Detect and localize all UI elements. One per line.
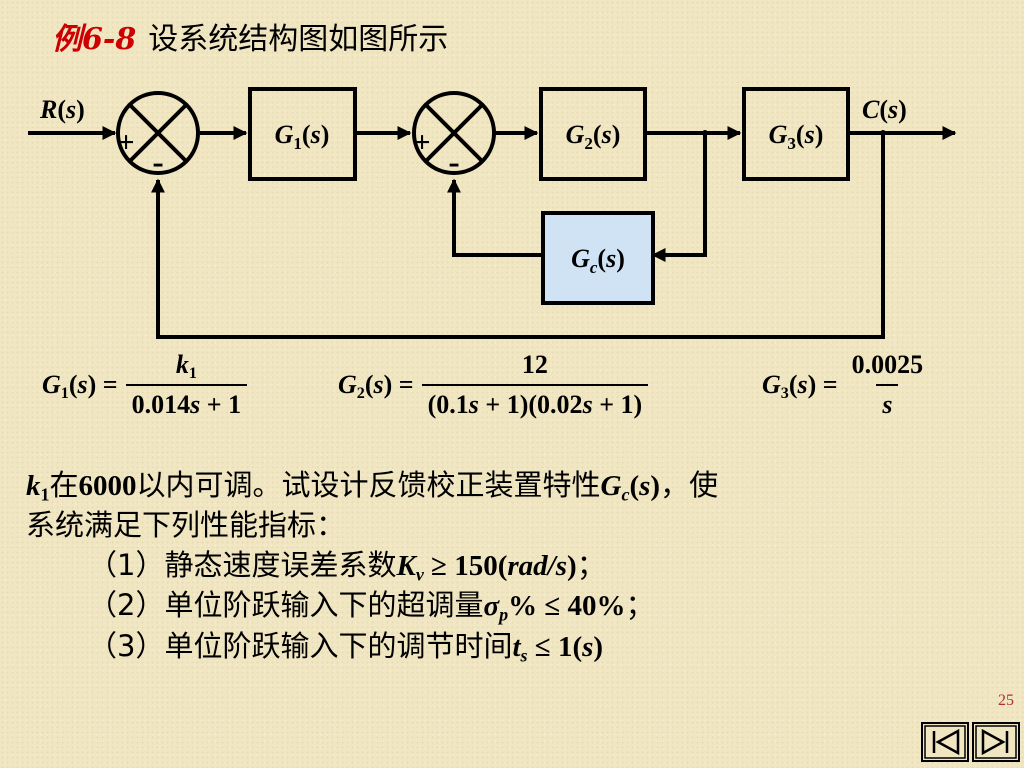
slide-title: 例6-8 设系统结构图如图所示 (52, 14, 448, 58)
sum1-minus-sign: - (152, 144, 163, 181)
output-label-c: C(s) (862, 95, 907, 124)
first-slide-icon (921, 722, 969, 762)
last-slide-button[interactable] (972, 722, 1020, 762)
title-text: 设系统结构图如图所示 (148, 22, 449, 57)
block-diagram: + - + - G1(s) G2(s) G3(s) Gc(s) R(s) C(s… (28, 87, 957, 339)
intro-line-1: k1在6000以内可调。试设计反馈校正装置特性Gc(s)，使 (26, 468, 719, 505)
summing-junction-2: + - (412, 91, 496, 181)
svg-text:G1(s): G1(s) (275, 120, 330, 153)
sum1-plus-sign: + (117, 126, 134, 159)
svg-text:G3(s): G3(s) (769, 120, 824, 153)
intro-line-2: 系统满足下列性能指标： (26, 508, 346, 543)
formula-g1: G1(s) = k1 0.014s + 1 (42, 350, 248, 420)
fraction-g1: k1 0.014s + 1 (125, 350, 248, 420)
page-number: 25 (998, 692, 1014, 709)
problem-statement: k1在6000以内可调。试设计反馈校正装置特性Gc(s)，使 系统满足下列性能指… (26, 468, 996, 669)
requirement-2: （2）单位阶跃输入下的超调量σp% ≤ 40%； (88, 588, 655, 625)
requirement-1: （1）静态速度误差系数Kv ≥ 150(rad/s)； (88, 547, 606, 585)
sum2-minus-sign: - (448, 144, 459, 181)
formula-g2: G2(s) = 12 (0.1s + 1)(0.02s + 1) (338, 350, 649, 420)
first-slide-button[interactable] (921, 722, 969, 762)
block-g2: G2(s) (539, 87, 647, 181)
requirement-3: （3）单位阶跃输入下的调节时间ts ≤ 1(s) (88, 628, 604, 665)
formula-g3: G3(s) = 0.0025 s (762, 350, 929, 420)
block-gc: Gc(s) (541, 211, 655, 305)
fraction-g3: 0.0025 s (851, 350, 924, 419)
feedback-line-gc-input (651, 133, 707, 262)
feedback-line-gc-output (447, 178, 543, 257)
example-label: 例6-8 (52, 22, 137, 57)
input-label-r: R(s) (39, 95, 85, 124)
fraction-g2: 12 (0.1s + 1)(0.02s + 1) (421, 350, 649, 420)
last-slide-icon (972, 722, 1020, 762)
svg-text:Gc(s): Gc(s) (571, 244, 625, 277)
svg-text:G2(s): G2(s) (566, 120, 621, 153)
summing-junction-1: + - (116, 91, 200, 181)
block-g1: G1(s) (248, 87, 357, 181)
block-g3: G3(s) (742, 87, 850, 181)
sum2-plus-sign: + (413, 126, 430, 159)
feedback-line-main (151, 133, 885, 339)
